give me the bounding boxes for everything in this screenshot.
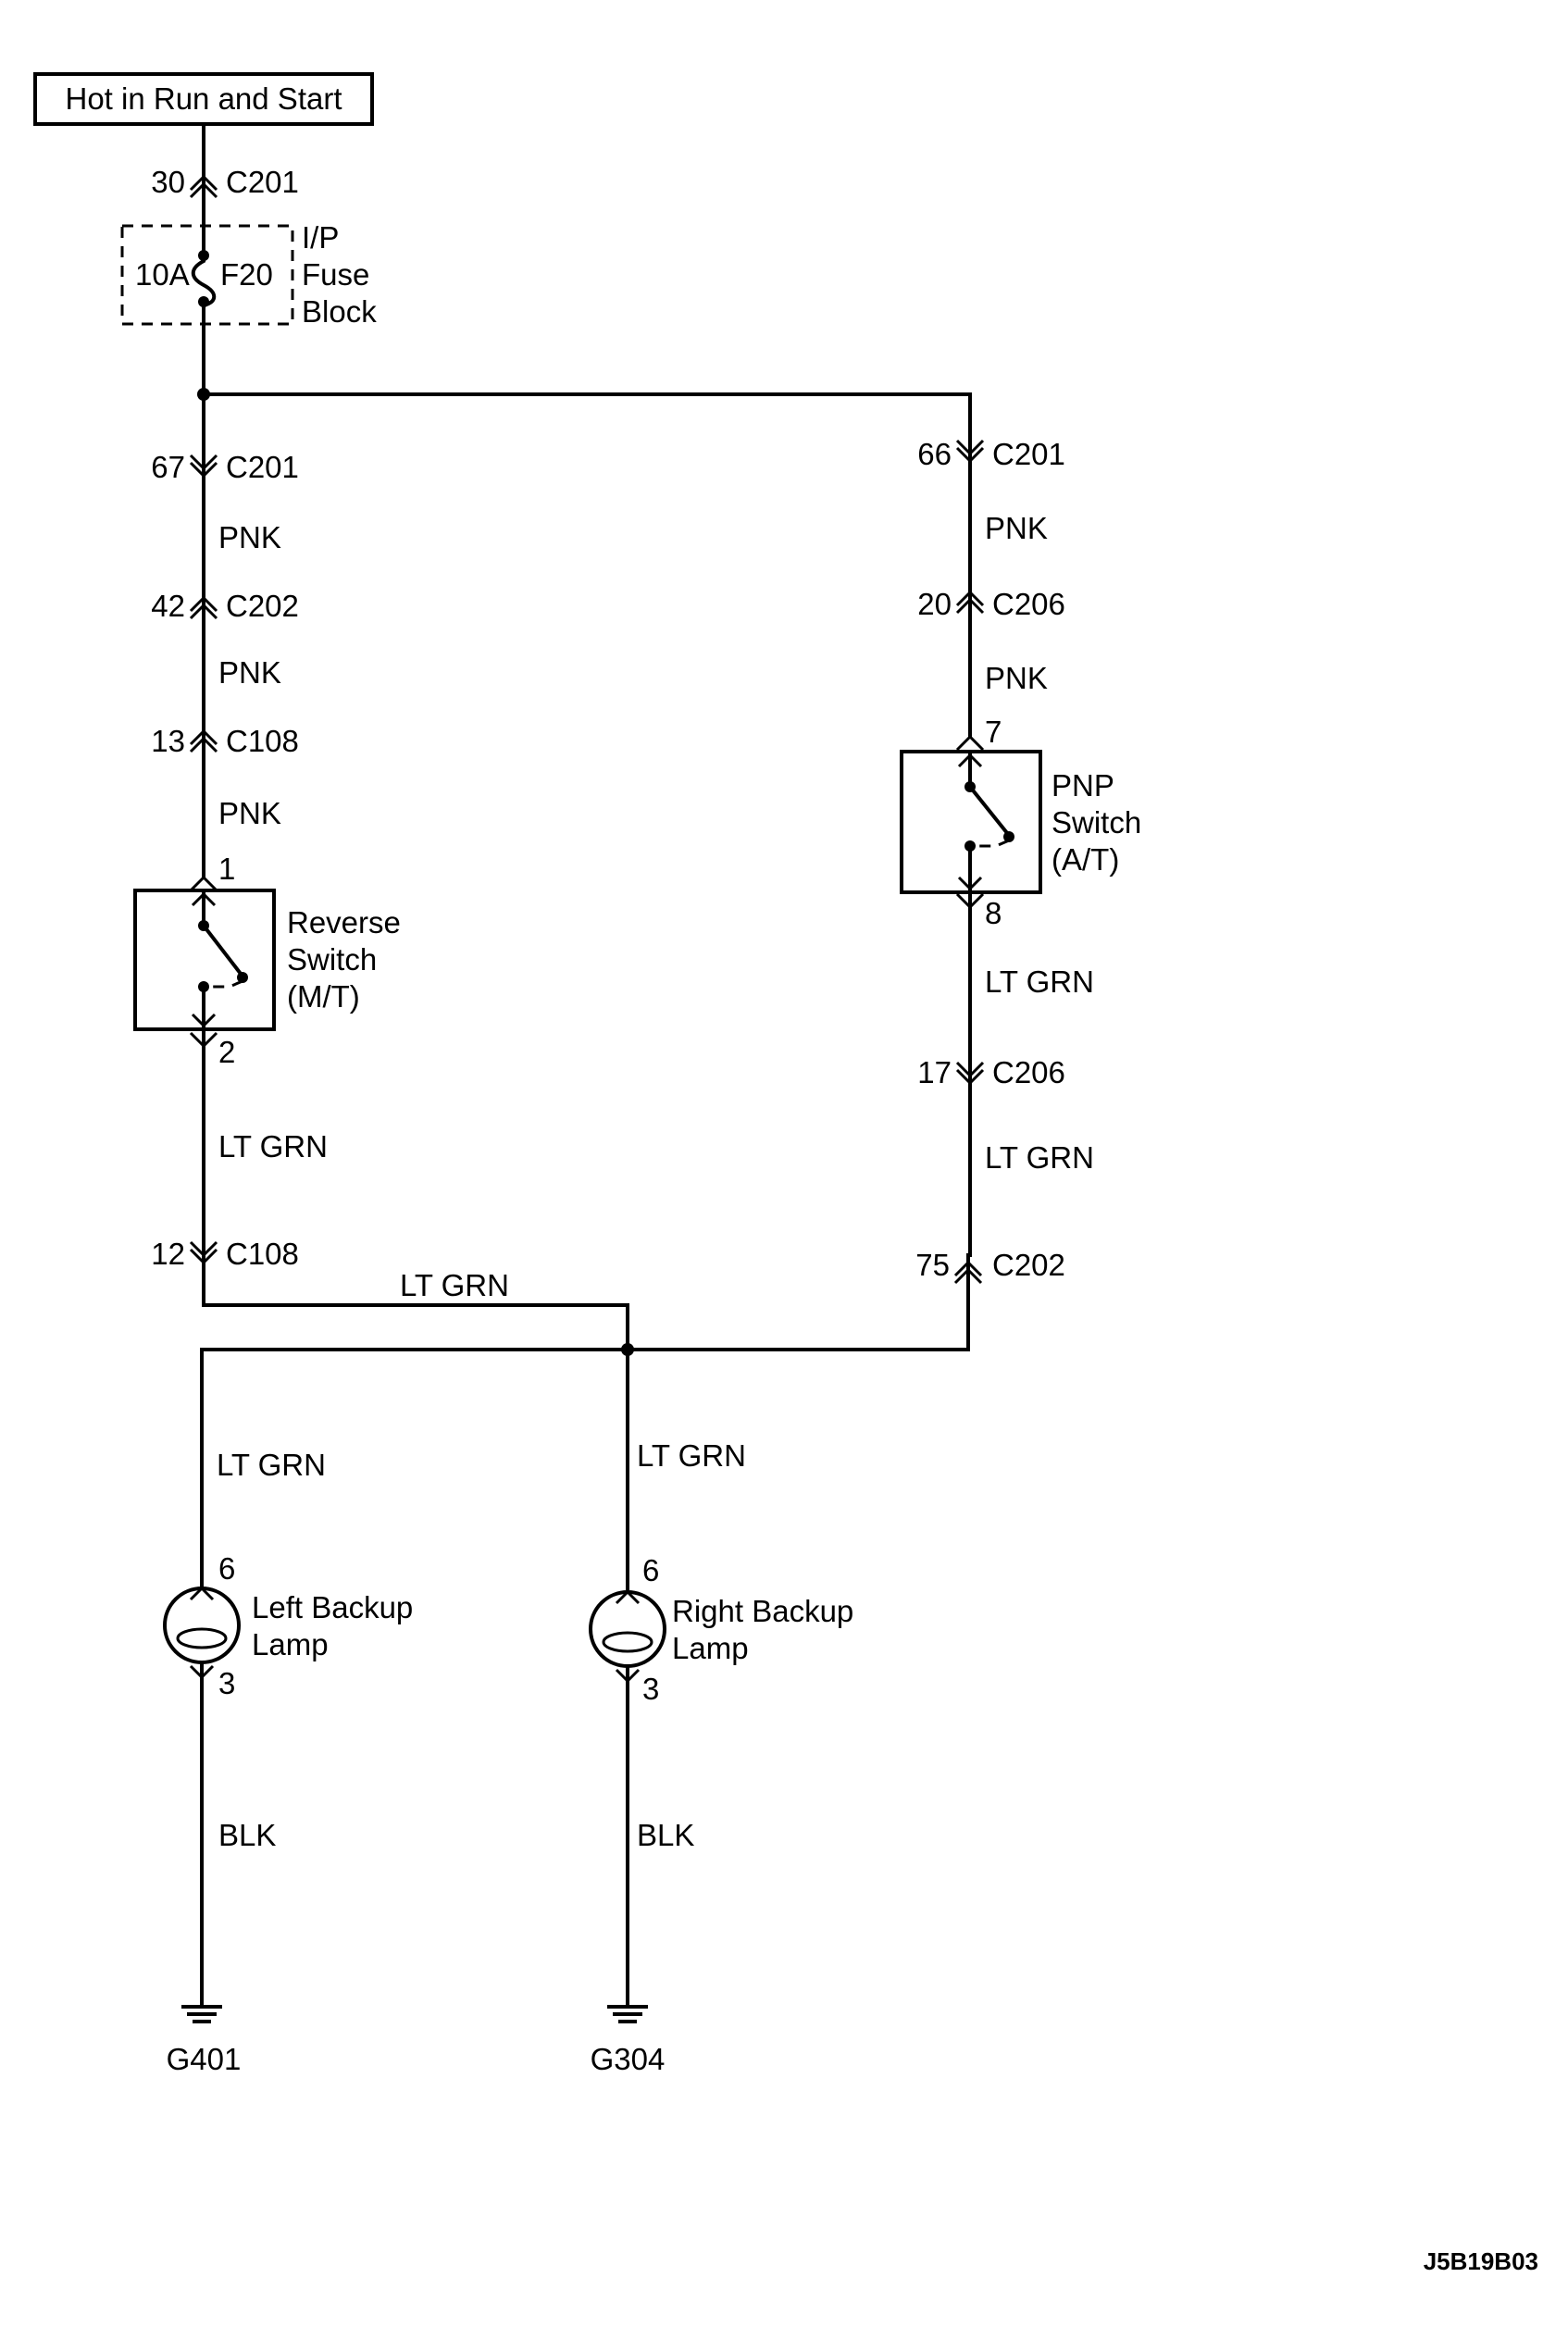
connector-c206-pin17: 17 C206 bbox=[917, 1055, 1065, 1090]
reverse-switch-pin-out: 2 bbox=[218, 1035, 235, 1069]
fuse-id: F20 bbox=[220, 257, 273, 292]
connector-c201-pin67: 67 C201 bbox=[151, 450, 299, 485]
pnp-switch-pin-out: 8 bbox=[985, 896, 1002, 930]
fuse-block-label-3: Block bbox=[302, 294, 377, 329]
svg-text:C206: C206 bbox=[992, 587, 1065, 621]
svg-text:C108: C108 bbox=[226, 1237, 299, 1271]
wire-label-pnk-4: PNK bbox=[985, 511, 1048, 545]
wire-label-ltgrn-5: LT GRN bbox=[217, 1448, 326, 1482]
svg-text:C206: C206 bbox=[992, 1055, 1065, 1089]
svg-text:C108: C108 bbox=[226, 724, 299, 758]
right-lamp-label-2: Lamp bbox=[672, 1631, 749, 1665]
ip-fuse-block: 10A F20 I/P Fuse Block bbox=[120, 220, 377, 329]
svg-text:C201: C201 bbox=[226, 450, 299, 484]
wire-label-ltgrn-2: LT GRN bbox=[400, 1268, 509, 1302]
svg-text:13: 13 bbox=[151, 724, 185, 758]
wire-label-blk-2: BLK bbox=[637, 1818, 694, 1852]
svg-text:75: 75 bbox=[915, 1248, 950, 1282]
ground-g401: G401 bbox=[167, 2005, 242, 2076]
svg-text:20: 20 bbox=[917, 587, 952, 621]
wire-label-pnk-5: PNK bbox=[985, 661, 1048, 695]
wire-label-ltgrn-3: LT GRN bbox=[985, 964, 1094, 999]
left-lamp-label-2: Lamp bbox=[252, 1627, 329, 1661]
right-branch-top-wire bbox=[202, 392, 972, 439]
svg-text:C201: C201 bbox=[992, 437, 1065, 471]
left-lamp-label-1: Left Backup bbox=[252, 1590, 413, 1624]
svg-text:42: 42 bbox=[151, 589, 185, 623]
svg-text:C201: C201 bbox=[226, 165, 299, 199]
wire-label-ltgrn-6: LT GRN bbox=[637, 1438, 746, 1473]
ground-g304: G304 bbox=[591, 2005, 666, 2076]
pnp-switch-label-3: (A/T) bbox=[1052, 842, 1119, 877]
fuse-block-label-2: Fuse bbox=[302, 257, 369, 292]
wire-label-pnk-2: PNK bbox=[218, 655, 281, 690]
connector-c206-pin20: 20 C206 bbox=[917, 583, 1065, 621]
svg-text:G401: G401 bbox=[167, 2042, 242, 2076]
fuse-block-label-1: I/P bbox=[302, 220, 339, 255]
pnp-switch-pin-in: 7 bbox=[985, 715, 1002, 749]
figure-code: J5B19B03 bbox=[1424, 2247, 1538, 2275]
right-lamp-label-1: Right Backup bbox=[672, 1594, 853, 1628]
svg-text:17: 17 bbox=[917, 1055, 952, 1089]
svg-text:G304: G304 bbox=[591, 2042, 666, 2076]
connector-c202-pin75: 75 C202 bbox=[915, 1248, 1065, 1290]
pnp-switch-label-2: Switch bbox=[1052, 805, 1141, 840]
connector-c201-pin30: 30 C201 bbox=[151, 163, 299, 199]
reverse-switch-pin-in: 1 bbox=[218, 852, 235, 886]
wire-label-ltgrn-1: LT GRN bbox=[218, 1129, 328, 1164]
svg-text:C202: C202 bbox=[992, 1248, 1065, 1282]
wire-label-pnk-3: PNK bbox=[218, 796, 281, 830]
ltgrn-bus-wire bbox=[200, 1287, 970, 1542]
connector-c108-pin12: 12 C108 bbox=[151, 1237, 299, 1271]
connector-c201-pin66: 66 C201 bbox=[917, 435, 1065, 471]
svg-text:66: 66 bbox=[917, 437, 952, 471]
power-source-label: Hot in Run and Start bbox=[66, 81, 342, 116]
svg-text:30: 30 bbox=[151, 165, 185, 199]
wire-label-ltgrn-4: LT GRN bbox=[985, 1140, 1094, 1175]
left-backup-lamp: 6 3 Left Backup Lamp bbox=[163, 1538, 413, 2009]
left-lamp-pin-out: 3 bbox=[218, 1666, 235, 1700]
right-lamp-pin-out: 3 bbox=[642, 1672, 659, 1706]
svg-text:67: 67 bbox=[151, 450, 185, 484]
ltgrn-join-wire bbox=[202, 1288, 629, 1351]
pnp-switch: 7 8 PNP Switch (A/T) bbox=[900, 715, 1141, 930]
svg-text:C202: C202 bbox=[226, 589, 299, 623]
connector-c108-pin13: 13 C108 bbox=[151, 722, 299, 758]
right-lamp-pin-in: 6 bbox=[642, 1553, 659, 1587]
reverse-switch: 1 2 Reverse Switch (M/T) bbox=[133, 852, 401, 1069]
right-backup-lamp: 6 3 Right Backup Lamp bbox=[589, 1544, 853, 2009]
reverse-switch-label-3: (M/T) bbox=[287, 979, 360, 1014]
connector-c202-pin42: 42 C202 bbox=[151, 589, 299, 623]
left-lamp-pin-in: 6 bbox=[218, 1551, 235, 1586]
fuse-amps: 10A bbox=[135, 257, 190, 292]
reverse-switch-label-1: Reverse bbox=[287, 905, 401, 940]
reverse-switch-label-2: Switch bbox=[287, 942, 377, 977]
wire-label-pnk-1: PNK bbox=[218, 520, 281, 554]
wire-label-blk-1: BLK bbox=[218, 1818, 276, 1852]
svg-text:12: 12 bbox=[151, 1237, 185, 1271]
pnp-switch-label-1: PNP bbox=[1052, 768, 1114, 803]
